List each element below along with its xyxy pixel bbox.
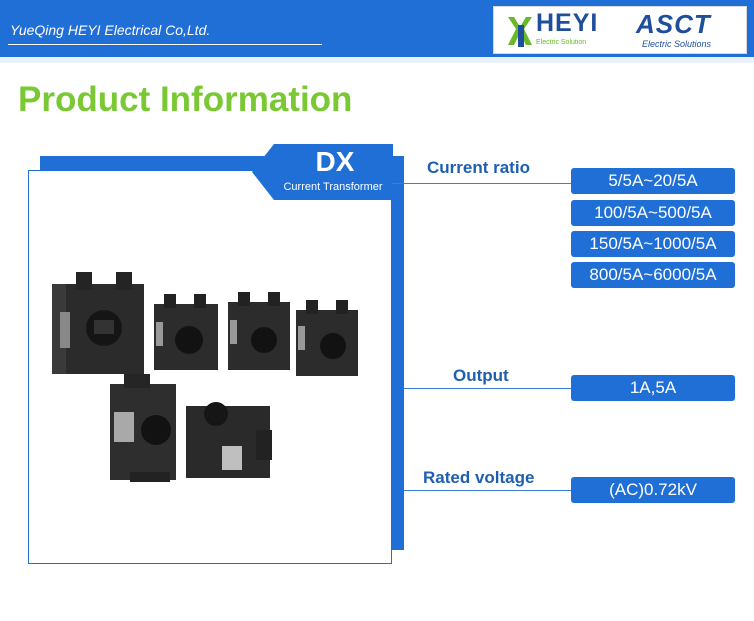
current-ratio-label: Current ratio [427,158,530,177]
output-line [404,388,572,389]
output-label: Output [453,366,509,385]
transformer-open [186,402,272,478]
model-name: DX [315,146,355,177]
heyi-logo-subtitle: Electric Solution [536,39,587,46]
current-ratio-value-3: 150/5A~1000/5A [571,231,735,257]
header-bottom-strip [0,57,754,63]
transformer-large [52,272,144,374]
transformer-medium-2 [228,292,290,370]
heyi-logo-icon [508,17,532,47]
company-underline [8,44,322,45]
heyi-logo-text: HEYI [536,9,599,37]
asct-logo-text: ASCT [636,9,711,39]
transformer-din-rail [110,374,176,482]
transformer-medium-1 [154,294,218,370]
current-ratio-value-1: 5/5A~20/5A [571,168,735,194]
asct-logo-subtitle: Electric Solutions [642,39,712,49]
model-tab [252,144,393,200]
page-title: Product Information [18,80,353,119]
model-type: Current Transformer [283,181,383,193]
transformer-medium-3 [296,300,358,376]
logo-box: HEYI Electric Solution ASCT Electric Sol… [493,6,747,54]
current-ratio-line [392,183,572,184]
output-value: 1A,5A [571,375,735,401]
rated-voltage-line [404,490,572,491]
current-ratio-value-4: 800/5A~6000/5A [571,262,735,288]
header-band: YueQing HEYI Electrical Co,Ltd. HEYI Ele… [0,0,754,57]
current-ratio-value-2: 100/5A~500/5A [571,200,735,226]
rated-voltage-label: Rated voltage [423,468,535,487]
rated-voltage-value: (AC)0.72kV [571,477,735,503]
product-photo [52,272,358,482]
company-name: YueQing HEYI Electrical Co,Ltd. [10,22,211,38]
